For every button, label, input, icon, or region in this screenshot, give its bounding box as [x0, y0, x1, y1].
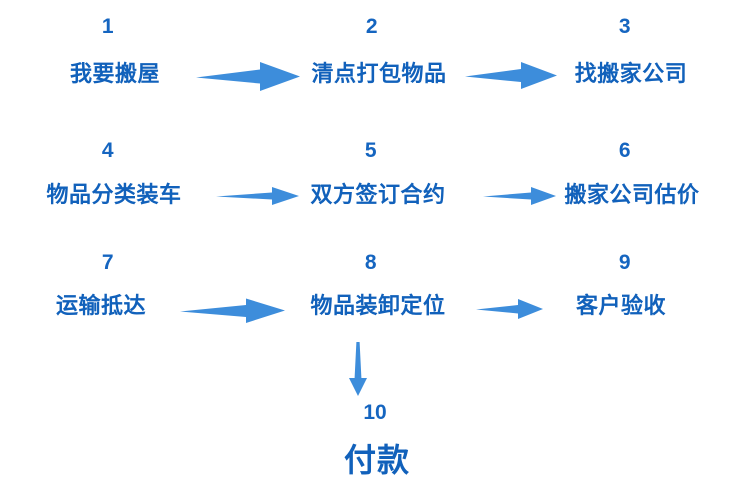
step-label-1: 我要搬屋 — [69, 61, 160, 86]
arrow-right-icon-5-to-6 — [483, 184, 556, 208]
arrow-right-icon-8-to-9 — [476, 296, 543, 322]
flow-step-5[interactable]: 5 双方签订合约 — [250, 138, 500, 206]
step-number-2: 2 — [365, 15, 379, 38]
step-number-4: 4 — [101, 139, 115, 162]
flow-step-7[interactable]: 7 运输抵达 — [0, 250, 250, 317]
flow-step-2[interactable]: 2 清点打包物品 — [250, 14, 500, 85]
step-number-3: 3 — [618, 15, 632, 38]
arrow-down-icon-8-to-10 — [345, 342, 371, 396]
step-label-2: 清点打包物品 — [311, 61, 447, 86]
step-label-5: 双方签订合约 — [310, 182, 446, 207]
arrow-right-icon-7-to-8 — [180, 296, 285, 326]
step-label-8: 物品装卸定位 — [310, 293, 446, 318]
flow-step-6[interactable]: 6 搬家公司估价 — [500, 138, 750, 206]
flow-row-3: 7 运输抵达 8 物品装卸定位 9 客户验收 — [0, 250, 750, 336]
step-number-1: 1 — [101, 15, 115, 38]
flow-step-8[interactable]: 8 物品装卸定位 — [250, 250, 500, 317]
step-label-4: 物品分类装车 — [46, 182, 182, 207]
flow-step-1[interactable]: 1 我要搬屋 — [0, 14, 250, 85]
step-label-6: 搬家公司估价 — [564, 182, 700, 207]
step-label-9: 客户验收 — [575, 293, 666, 318]
flow-step-9[interactable]: 9 客户验收 — [500, 250, 750, 317]
flow-row-2: 4 物品分类装车 5 双方签订合约 6 搬家公司估价 — [0, 138, 750, 224]
step-number-9: 9 — [618, 251, 632, 274]
arrow-right-icon-4-to-5 — [216, 184, 299, 208]
arrow-right-icon-2-to-3 — [465, 60, 557, 92]
step-number-10: 10 — [363, 401, 387, 424]
step-number-8: 8 — [364, 251, 378, 274]
flow-step-10[interactable]: 10 付款 — [0, 402, 750, 476]
step-number-5: 5 — [364, 139, 378, 162]
arrow-right-icon-1-to-2 — [196, 60, 300, 94]
step-number-6: 6 — [618, 139, 632, 162]
flow-step-3[interactable]: 3 找搬家公司 — [500, 14, 750, 85]
step-label-10: 付款 — [343, 442, 410, 478]
step-number-7: 7 — [101, 251, 115, 274]
flow-step-4[interactable]: 4 物品分类装车 — [0, 138, 250, 206]
flow-row-1: 1 我要搬屋 2 清点打包物品 3 找搬家公司 — [0, 14, 750, 106]
step-label-3: 找搬家公司 — [574, 61, 688, 86]
step-label-7: 运输抵达 — [55, 293, 146, 318]
